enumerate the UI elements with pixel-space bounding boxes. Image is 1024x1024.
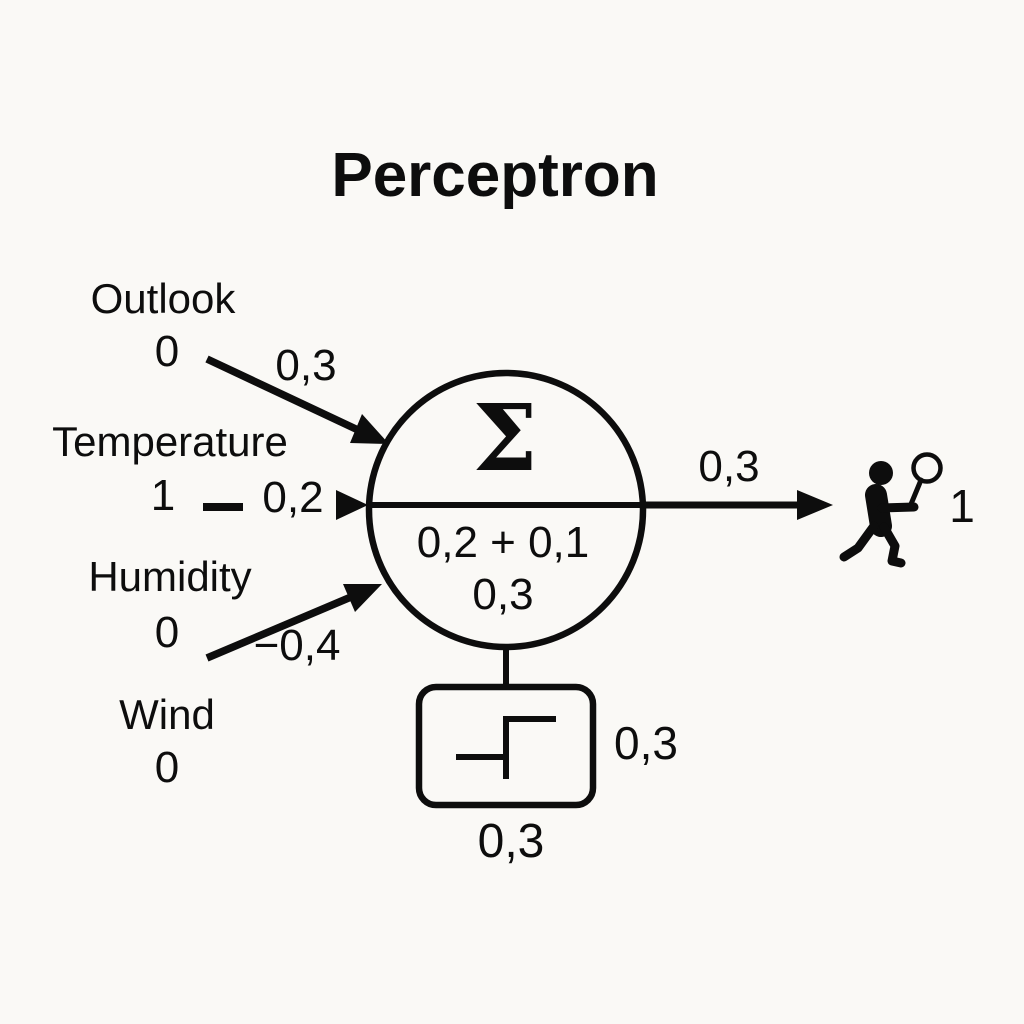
- neuron-result: 0,3: [472, 570, 534, 619]
- input-value-temperature: 1: [150, 471, 176, 520]
- input-label-wind: Wind: [119, 691, 215, 738]
- neuron-computation: 0,2 + 0,1: [416, 518, 590, 567]
- output-value: 1: [949, 480, 975, 532]
- input-label-outlook: Outlook: [90, 275, 236, 322]
- weight-label-outlook: 0,3: [275, 341, 337, 390]
- diagram-title: Perceptron: [331, 141, 659, 210]
- outlook-arrow: [205, 355, 389, 444]
- weight-label-humidity: −0,4: [253, 621, 341, 670]
- humidity-arrow: [205, 584, 382, 662]
- sum-symbol: Σ: [472, 384, 538, 492]
- input-label-humidity: Humidity: [88, 553, 252, 600]
- output-weight-label: 0,3: [698, 442, 760, 491]
- input-value-outlook: 0: [154, 327, 180, 376]
- input-value-wind: 0: [154, 743, 180, 792]
- weight-label-temperature: 0,2: [262, 473, 324, 522]
- activation-box: [415, 683, 597, 809]
- output-arrow: [643, 490, 833, 520]
- temperature-arrow: [203, 490, 368, 520]
- input-label-temperature: Temperature: [52, 418, 288, 465]
- activation-bottom-label: 0,3: [477, 815, 545, 868]
- activation-side-label: 0,3: [614, 717, 678, 769]
- tennis-player-icon: [839, 452, 943, 568]
- step-function-icon: [456, 716, 556, 779]
- input-value-humidity: 0: [154, 608, 180, 657]
